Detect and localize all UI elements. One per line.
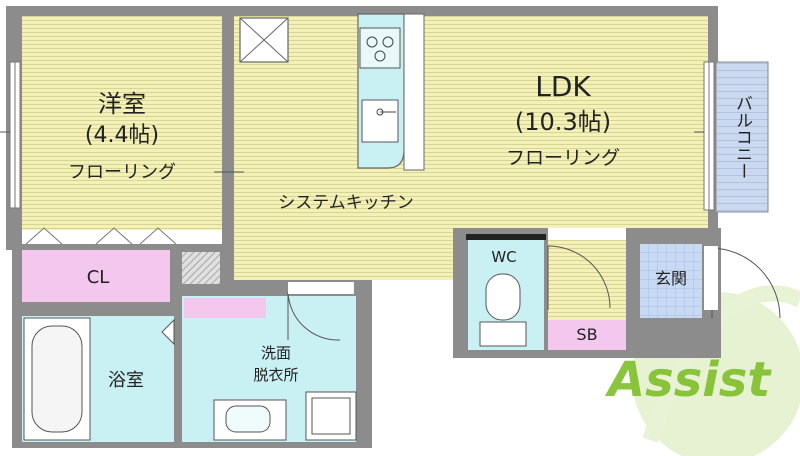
system-kitchen-label: システムキッチン: [278, 193, 414, 213]
ldk-name: LDK: [535, 70, 591, 103]
closet: [22, 250, 170, 302]
pipe-shaft: [182, 252, 220, 284]
ldk-floor-type: フローリング: [506, 147, 620, 169]
laundry-pink: [184, 298, 266, 318]
washroom-label-line2: 脱衣所: [253, 366, 298, 384]
bathtub: [23, 317, 91, 441]
wash-basin: [213, 399, 287, 441]
western-room-floor: [22, 16, 222, 236]
toilet: [479, 273, 527, 347]
entrance-label: 玄関: [655, 269, 687, 288]
shoe-box-label: SB: [576, 325, 597, 344]
closet-label: CL: [87, 267, 110, 288]
balcony-label: バルコニー: [732, 95, 752, 180]
system-kitchen-counter: [357, 13, 425, 171]
hall-floor: [548, 240, 626, 320]
ldk-size: (10.3帖): [515, 108, 611, 136]
western-room-floor-type: フローリング: [68, 162, 176, 183]
western-room-name: 洋室: [98, 90, 146, 118]
closet-doors-band: [22, 230, 222, 244]
entrance-floor: [640, 244, 702, 318]
balcony: [715, 61, 769, 213]
washing-machine-pan: [305, 391, 357, 441]
shoe-box: [548, 320, 626, 350]
wc-label: WC: [491, 248, 516, 266]
western-room-size: (4.4帖): [85, 123, 159, 148]
svg-text:Assist: Assist: [604, 352, 772, 408]
attic-hatch: [239, 17, 289, 63]
washroom-label-line1: 洗面: [261, 344, 291, 362]
bathroom-label: 浴室: [108, 370, 144, 391]
